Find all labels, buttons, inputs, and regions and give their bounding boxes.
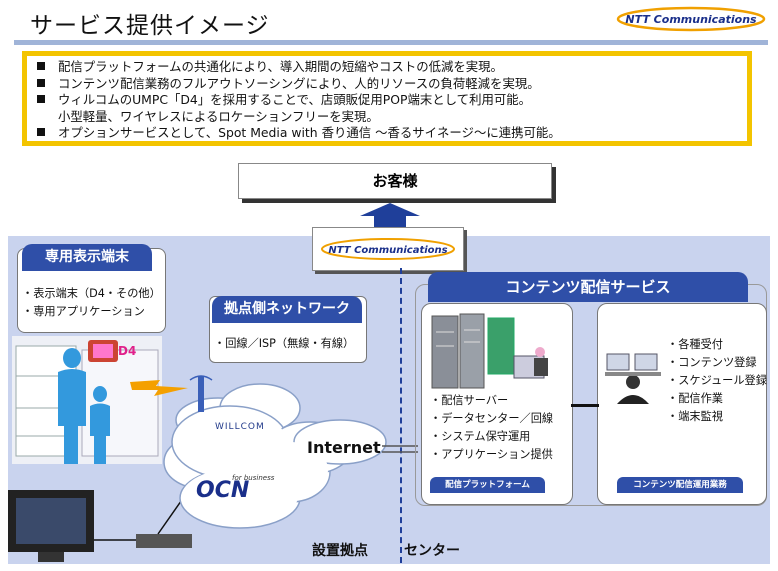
platform-tag: 配信プラットフォーム <box>430 477 545 493</box>
content-service-title: コンテンツ配信サービス <box>428 272 748 302</box>
list-item: ・配信サーバー <box>430 394 509 407</box>
ocn-tagline: for business <box>232 474 275 482</box>
operations-items: ・各種受付 ・コンテンツ登録 ・スケジュール登録 ・配信作業 ・端末監視 <box>667 336 767 426</box>
list-item: ・端末監視 <box>667 410 723 423</box>
ocn-logo: OCN <box>196 478 250 503</box>
list-item: ・コンテンツ登録 <box>667 356 757 369</box>
list-item: ・専用アプリケーション <box>22 305 145 318</box>
list-item: ・システム保守運用 <box>430 430 531 443</box>
network-cloud-illustration <box>163 375 418 529</box>
summary-bullet: オプションサービスとして、Spot Media with 香り通信 ～香るサイネ… <box>37 125 737 142</box>
display-monitor-illustration <box>8 490 192 562</box>
list-item: ・アプリケーション提供 <box>430 448 553 461</box>
wireless-signal-icon <box>130 380 188 396</box>
store-shelf-illustration <box>12 336 162 464</box>
ntt-logo: NTT Communications <box>616 6 766 32</box>
server-illustration <box>431 313 548 389</box>
operations-tag: コンテンツ配信運用業務 <box>617 477 743 493</box>
summary-bullet: ウィルコムのUMPC「D4」を採用することで、店頭販促用POP端末として利用可能… <box>37 92 737 109</box>
display-terminal-title: 専用表示端末 <box>22 244 152 271</box>
list-item: ・配信作業 <box>667 392 723 405</box>
d4-device-label: D4 <box>118 344 137 358</box>
platform-operations-link <box>571 404 599 407</box>
list-item: ・表示端末（D4・その他） <box>22 287 161 300</box>
page-title: サービス提供イメージ <box>30 13 270 39</box>
list-item: ・データセンター／回線 <box>430 412 554 425</box>
platform-items: ・配信サーバー ・データセンター／回線 ・システム保守運用 ・アプリケーション提… <box>430 392 553 464</box>
title-underline <box>14 40 768 45</box>
center-label: センター <box>404 543 460 559</box>
list-item: ・回線／ISP（無線・有線） <box>214 337 355 350</box>
site-network-items: ・回線／ISP（無線・有線） <box>214 335 354 353</box>
up-arrow-icon <box>360 203 420 233</box>
customer-box: お客様 <box>238 163 552 199</box>
display-terminal-items: ・表示端末（D4・その他） ・専用アプリケーション <box>22 285 161 321</box>
list-item: ・各種受付 <box>667 338 723 351</box>
site-label: 設置拠点 <box>312 543 368 559</box>
site-center-divider <box>400 268 402 563</box>
ntt-logo: NTT Communications <box>321 238 455 260</box>
summary-bullet: コンテンツ配信業務のフルアウトソーシングにより、人的リソースの負荷軽減を実現。 <box>37 76 737 93</box>
summary-bullet-continuation: 小型軽量、ワイヤレスによるロケーションフリーを実現。 <box>58 108 379 124</box>
svg-text:NTT Communications: NTT Communications <box>625 13 757 26</box>
operator-illustration <box>605 353 661 404</box>
summary-box: 配信プラットフォームの共通化により、導入期間の短縮やコストの低減を実現。 コンテ… <box>22 51 752 146</box>
site-network-title: 拠点側ネットワーク <box>212 296 362 323</box>
internet-label: Internet <box>307 438 381 457</box>
list-item: ・スケジュール登録 <box>667 374 767 387</box>
provider-box: NTT Communications <box>312 227 464 271</box>
svg-text:NTT Communications: NTT Communications <box>328 245 447 256</box>
willcom-logo: WILLCOM <box>215 422 265 432</box>
summary-bullet: 配信プラットフォームの共通化により、導入期間の短縮やコストの低減を実現。 <box>37 59 737 76</box>
